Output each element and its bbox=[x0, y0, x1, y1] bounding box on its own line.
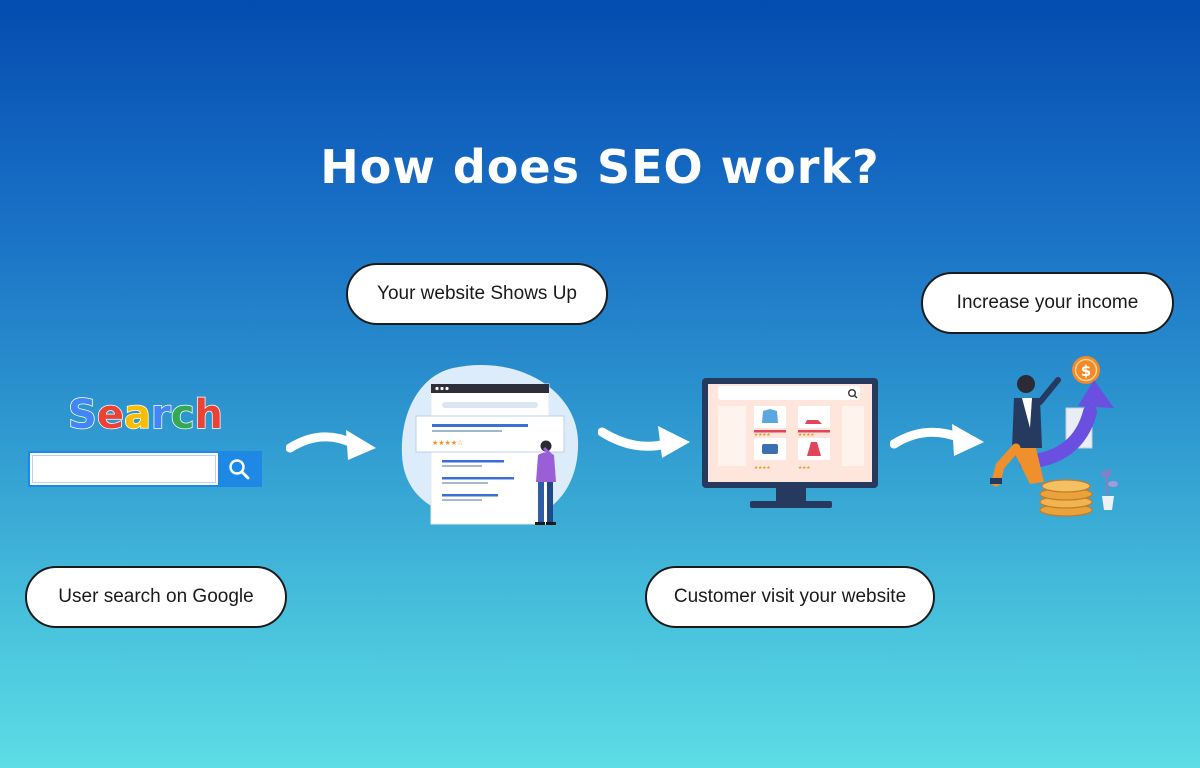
monitor-storefront-illustration: ★★★★ ★★★★ ★★★★ ★★★ bbox=[702, 378, 878, 508]
search-bar-illustration bbox=[28, 451, 262, 487]
arrow-right-icon bbox=[286, 430, 376, 460]
search-button-illustration bbox=[218, 453, 260, 485]
dollar-coin-icon: $ bbox=[1081, 362, 1091, 380]
search-logo-letter: r bbox=[150, 391, 171, 439]
search-logo-letter: a bbox=[123, 391, 152, 439]
search-logo-letter: S bbox=[67, 391, 97, 439]
search-logo-letter: h bbox=[194, 391, 224, 439]
search-results-illustration: ★★★★☆ bbox=[401, 364, 579, 525]
arrow-right-icon bbox=[890, 424, 984, 456]
caption-increase-income: Increase your income bbox=[921, 272, 1174, 334]
svg-text:★★★★: ★★★★ bbox=[754, 432, 770, 438]
caption-user-search: User search on Google bbox=[25, 566, 287, 628]
income-growth-illustration: $ bbox=[990, 356, 1118, 517]
arrow-right-icon bbox=[598, 426, 690, 458]
caption-customer-visit: Customer visit your website bbox=[645, 566, 935, 628]
page-title: How does SEO work? bbox=[320, 140, 880, 194]
search-icon bbox=[229, 459, 250, 480]
search-logo-letter: c bbox=[170, 391, 195, 439]
svg-text:★★★★: ★★★★ bbox=[798, 432, 814, 438]
svg-text:★★★★☆: ★★★★☆ bbox=[432, 439, 463, 447]
svg-text:★★★: ★★★ bbox=[798, 465, 810, 471]
search-logo: Search bbox=[67, 391, 228, 439]
svg-text:★★★★: ★★★★ bbox=[754, 465, 770, 471]
search-input-illustration bbox=[32, 455, 216, 483]
search-logo-letter: e bbox=[96, 391, 125, 439]
caption-website-shows-up: Your website Shows Up bbox=[346, 263, 608, 325]
